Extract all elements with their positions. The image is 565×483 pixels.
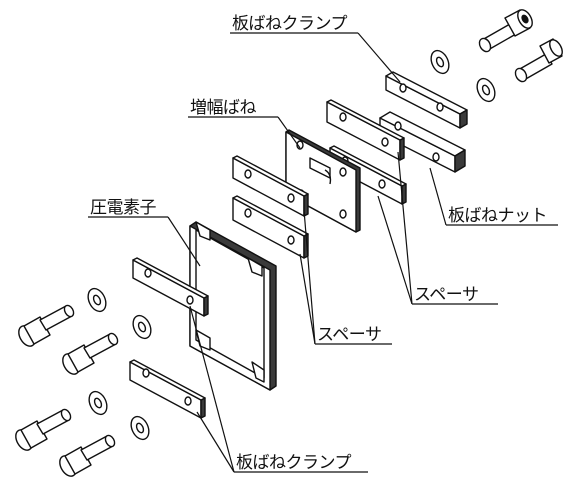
bolt-bottom-1: [18, 304, 75, 347]
label-plate-spring-clamp-bottom: 板ばねクランプ: [236, 453, 352, 473]
washer-top-2: [476, 77, 496, 103]
label-spacer-middle: スペーサ: [317, 325, 382, 345]
bolt-bottom-2: [62, 332, 119, 375]
spacer-middle-lower: [232, 195, 309, 259]
label-amplifying-spring: 増幅ばね: [190, 98, 257, 118]
plate-spring-clamp-bottom-lower: [129, 359, 206, 419]
washer-top-1: [430, 49, 450, 75]
label-plate-spring-clamp-top: 板ばねクランプ: [232, 14, 348, 34]
washer-bottom-1: [87, 287, 107, 313]
bolt-top-1: [478, 9, 533, 53]
bolt-top-2: [514, 38, 563, 83]
plate-spring-nut: [379, 111, 466, 173]
plate-spring-clamp-top: [385, 71, 468, 129]
amplifying-spring: [285, 129, 361, 233]
spacer-middle-upper: [232, 155, 309, 217]
washer-bottom-2: [132, 314, 152, 340]
piezo-element: [189, 221, 277, 391]
label-piezo-element: 圧電素子: [90, 198, 157, 218]
label-spacer-right: スペーサ: [414, 285, 479, 305]
leader-lines: [88, 32, 558, 473]
bolt-bottom-3: [15, 408, 72, 451]
spacer-right-upper: [326, 99, 405, 161]
washer-bottom-4: [130, 415, 150, 441]
label-plate-spring-nut: 板ばねナット: [448, 206, 548, 226]
plate-spring-clamp-bottom-upper: [132, 257, 209, 317]
washer-bottom-3: [88, 390, 108, 416]
bolt-bottom-4: [59, 434, 116, 477]
